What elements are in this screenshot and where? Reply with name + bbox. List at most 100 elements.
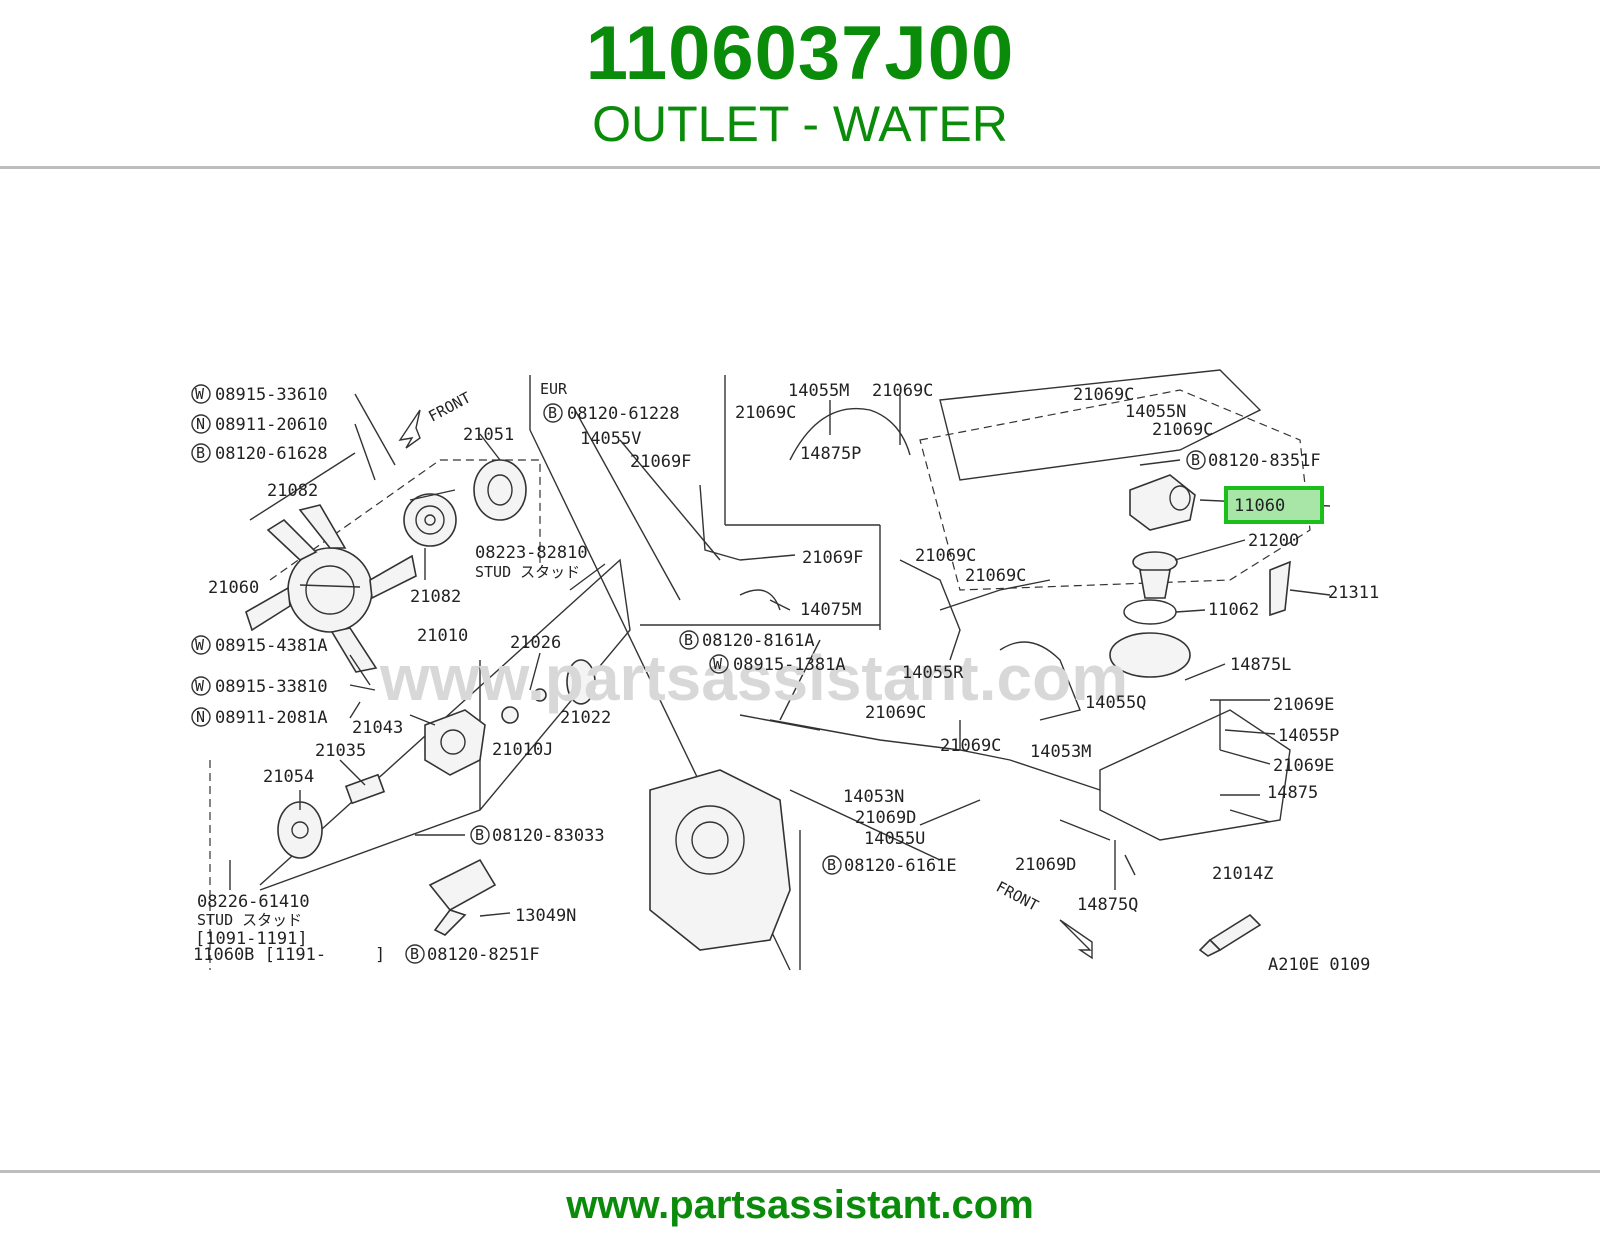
callout-21035: 21035: [315, 741, 366, 761]
thermostat-housing-21054: [277, 773, 386, 859]
callout-08915-1381a: 08915-1381A: [733, 655, 846, 675]
callout-14875: 14875: [1267, 783, 1318, 803]
callout-range-2-close: ]: [375, 945, 385, 965]
callout-14055p: 14055P: [1278, 726, 1339, 746]
callout-14053n: 14053N: [843, 787, 904, 807]
callout-21069c-8: 21069C: [940, 736, 1001, 756]
callout-14875l: 14875L: [1230, 655, 1291, 675]
engine-block: [919, 369, 1311, 841]
callout-08120-61228: 08120-61228: [567, 404, 680, 424]
callout-21010: 21010: [417, 626, 468, 646]
callout-21069c-3: 21069C: [1073, 385, 1134, 405]
header-divider: [0, 166, 1600, 169]
callout-21069c-2: 21069C: [735, 403, 796, 423]
svg-text:W: W: [195, 385, 205, 403]
highlight-box-11060[interactable]: [1224, 486, 1324, 524]
callout-08120-83033: 08120-83033: [492, 826, 605, 846]
callout-21069c-5: 21069C: [915, 546, 976, 566]
callout-21069c-1: 21069C: [872, 381, 933, 401]
callout-21069e-a: 21069E: [1273, 695, 1334, 715]
callout-21026: 21026: [510, 633, 561, 653]
callout-08120-8351f: 08120-8351F: [1208, 451, 1321, 471]
svg-text:W: W: [713, 655, 723, 673]
callout-08120-8251f: 08120-8251F: [427, 945, 540, 965]
diagram-code: A210E 0109: [1268, 955, 1370, 975]
watermark-text: www.partsassistant.com: [379, 642, 1128, 714]
bracket-21311: [1269, 560, 1291, 617]
timing-cover: [649, 769, 791, 951]
footer-url-link[interactable]: www.partsassistant.com: [566, 1183, 1034, 1227]
water-outlet-11060: [1129, 474, 1196, 531]
fan-coupling-21082: [403, 493, 457, 547]
callout-14075m: 14075M: [800, 600, 861, 620]
callout-14055q: 14055Q: [1085, 693, 1146, 713]
part-name-subtitle: OUTLET - WATER: [592, 96, 1008, 152]
parts-diagram: FRONT FRONT www.partsassistant.com W N B…: [180, 330, 1420, 1010]
callout-11060[interactable]: 11060: [1234, 496, 1285, 516]
callout-21082-b: 21082: [410, 587, 461, 607]
svg-text:B: B: [827, 856, 836, 874]
callout-14055v: 14055V: [580, 429, 641, 449]
callout-labels: 08915-33610 08911-20610 08120-61628 2108…: [193, 380, 1379, 975]
callout-21069d-a: 21069D: [855, 808, 916, 828]
callout-21022: 21022: [560, 708, 611, 728]
callout-08120-61628: 08120-61628: [215, 444, 328, 464]
inlet-13049n: [428, 858, 497, 936]
water-pump: [424, 659, 596, 776]
svg-text:W: W: [195, 677, 205, 695]
footer-divider: [0, 1170, 1600, 1173]
callout-08223-82810: 08223-82810: [475, 543, 588, 563]
svg-text:B: B: [684, 631, 693, 649]
pulley-21051: [473, 459, 527, 521]
svg-text:B: B: [1191, 451, 1200, 469]
callout-14053m: 14053M: [1030, 742, 1091, 762]
callout-14055r: 14055R: [902, 663, 964, 683]
fan-21060: [245, 504, 417, 673]
callout-21051: 21051: [463, 425, 514, 445]
hoses: [699, 407, 1221, 841]
callout-21069f-a: 21069F: [630, 452, 691, 472]
callout-21082-a: 21082: [267, 481, 318, 501]
parts-diagram-svg: FRONT FRONT www.partsassistant.com W N B…: [180, 330, 1420, 1010]
callout-21069e-b: 21069E: [1273, 756, 1334, 776]
callout-11062: 11062: [1208, 600, 1259, 620]
page-header: 1106037J00 OUTLET - WATER: [0, 0, 1600, 168]
callout-21069c-7: 21069C: [865, 703, 926, 723]
callout-21054: 21054: [263, 767, 314, 787]
svg-text:N: N: [196, 415, 205, 433]
part-number-title: 1106037J00: [585, 11, 1015, 96]
callout-21069f-b: 21069F: [802, 548, 863, 568]
callout-08911-2081a: 08911-2081A: [215, 708, 328, 728]
callout-stud-2: STUD スタッド: [197, 911, 302, 929]
svg-text:B: B: [475, 826, 484, 844]
svg-text:B: B: [548, 404, 557, 422]
callout-range-1: [1091-1191]: [195, 929, 308, 949]
callout-21200: 21200: [1248, 531, 1299, 551]
callout-08915-33810: 08915-33810: [215, 677, 328, 697]
callout-21311: 21311: [1328, 583, 1379, 603]
callout-21043: 21043: [352, 718, 403, 738]
callout-21069d-b: 21069D: [1015, 855, 1076, 875]
svg-text:N: N: [196, 708, 205, 726]
callout-14875q: 14875Q: [1077, 895, 1138, 915]
callout-14055n: 14055N: [1125, 402, 1186, 422]
callout-14875p: 14875P: [800, 444, 861, 464]
svg-text:B: B: [410, 945, 419, 963]
svg-text:W: W: [195, 636, 205, 654]
callout-eur: EUR: [540, 380, 568, 398]
callout-21014z: 21014Z: [1212, 864, 1273, 884]
callout-21069c-6: 21069C: [965, 566, 1026, 586]
callout-08120-6161e: 08120-6161E: [844, 856, 957, 876]
callout-14055u: 14055U: [864, 829, 925, 849]
callout-21060: 21060: [208, 578, 259, 598]
leader-lines: [229, 393, 1331, 917]
gasket-11062: [1109, 599, 1191, 678]
callout-14055m: 14055M: [788, 381, 849, 401]
callout-08915-4381a: 08915-4381A: [215, 636, 328, 656]
callout-13049n: 13049N: [515, 906, 576, 926]
callout-08911-20610: 08911-20610: [215, 415, 328, 435]
callout-08915-33610: 08915-33610: [215, 385, 328, 405]
callout-range-2: 11060B [1191-: [193, 945, 326, 965]
callout-08226-61410: 08226-61410: [197, 892, 310, 912]
callout-markers: W N B W W N B B B B B W B: [191, 384, 1206, 964]
